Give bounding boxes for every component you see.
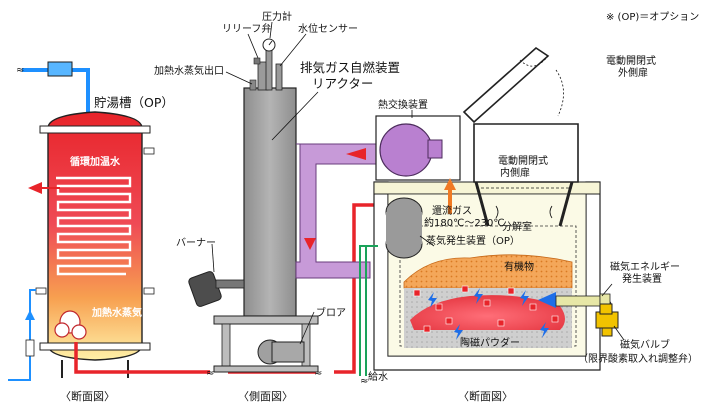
steam-generator-label: 蒸気発生装置（OP） — [426, 234, 520, 247]
duct-arrow — [346, 148, 366, 160]
hot-water-outlet-arrow — [28, 182, 60, 194]
magnetic-valve — [595, 303, 619, 337]
magnetic-field-arrow — [538, 292, 556, 308]
electric-inner-door-label-1: 電動開閉式 — [498, 154, 548, 167]
organic-matter-label: 有機物 — [504, 260, 534, 273]
svg-text:≈: ≈ — [360, 376, 368, 387]
reactor-unit — [188, 38, 319, 373]
relief-valve-label: リリーフ弁 — [222, 22, 271, 35]
tank-inlet-pipe: ≈ — [16, 61, 90, 112]
blower-label: ブロア — [316, 306, 346, 319]
reflux-gas-label-1: 還流ガス — [432, 204, 472, 217]
section-left-caption: 〈断面図〉 — [60, 389, 115, 403]
ceramic-powder-label: 陶磁パウダー — [460, 336, 520, 349]
reflux-gas-label-2: 約180℃～230℃ — [424, 216, 505, 229]
decomposition-chamber — [373, 46, 601, 371]
heat-exchanger — [375, 115, 461, 181]
electric-inner-door-label-2: 内側扉 — [500, 166, 530, 179]
exhaust-duct — [295, 143, 381, 279]
exhaust-reactor-label-2: リアクター — [312, 76, 373, 91]
hot-water-tank-label: 貯湯槽（OP） — [94, 95, 174, 110]
decomposition-chamber-label: 分解室 — [502, 220, 532, 233]
leader-lines — [211, 21, 625, 345]
duct-arrow-down — [304, 238, 316, 250]
steam-outlet-label: 加熱水蒸気出口 — [154, 64, 224, 77]
hot-water-tank — [35, 111, 155, 378]
pressure-gauge-label: 圧力計 — [262, 10, 292, 23]
magnetic-energy-label-2: 発生装置 — [622, 272, 662, 285]
water-supply-pipe — [359, 245, 378, 376]
svg-text:≈: ≈ — [206, 368, 214, 379]
svg-text:≈: ≈ — [314, 368, 322, 379]
burner-label: バーナー — [176, 237, 216, 249]
heat-exchanger-label: 熱交換装置 — [378, 98, 428, 111]
heated-steam-label: 加熱水蒸気 — [91, 306, 142, 319]
exhaust-reactor-label-1: 排気ガス自燃装置 — [300, 60, 400, 75]
section-right-caption: 〈断面図〉 — [458, 389, 513, 403]
water-supply-label: 給水 — [368, 370, 388, 383]
magnetic-valve-label-1: 磁気バルブ — [620, 338, 670, 351]
electric-outer-door-label-1: 電動開閉式 — [606, 54, 656, 67]
magnetic-energy-label-1: 磁気エネルギー — [610, 260, 680, 273]
magnetic-valve-label-2: （限界酸素取入れ調整弁） — [578, 352, 698, 365]
water-level-sensor-label: 水位センサー — [298, 22, 358, 35]
electric-outer-door-label-2: 外側扉 — [618, 66, 648, 79]
tank-return-pipe — [8, 289, 36, 381]
section-middle-caption: 〈側面図〉 — [238, 390, 293, 403]
svg-text:≈: ≈ — [16, 65, 24, 76]
note-label: ※ (OP)＝オプション — [606, 11, 699, 23]
circulating-water-label: 循環加温水 — [70, 155, 121, 168]
